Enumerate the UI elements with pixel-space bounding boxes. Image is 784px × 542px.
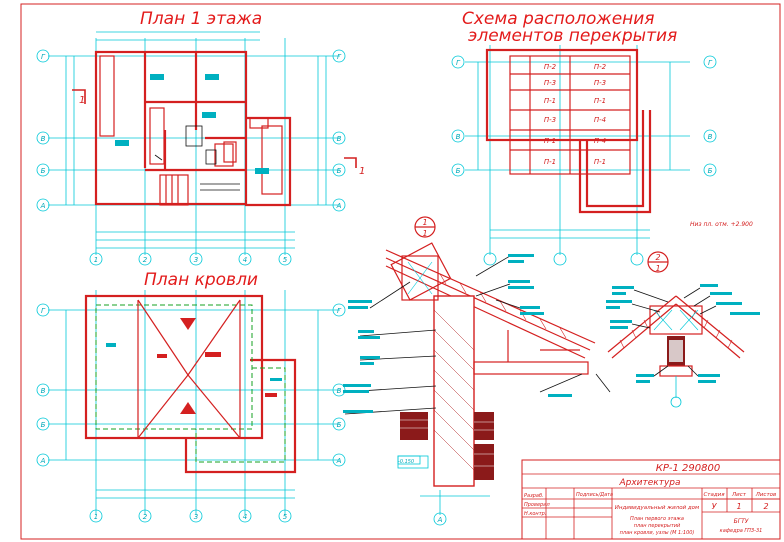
axis-label: A bbox=[437, 516, 443, 524]
slab-label: П-2 bbox=[594, 63, 607, 71]
project-subject: Архитектура bbox=[618, 478, 680, 488]
axis-label: Б bbox=[708, 167, 713, 175]
signature-header: Подпись/Дата bbox=[576, 492, 613, 498]
axis-label: Б bbox=[456, 167, 461, 175]
slab-label: П-1 bbox=[594, 158, 606, 166]
bottom-elevation-mark: -0.150 bbox=[398, 459, 414, 465]
cut-mark-left: 1 bbox=[79, 95, 85, 106]
axis-label: 3 bbox=[194, 513, 198, 521]
axis-label: 3 bbox=[194, 256, 198, 264]
axis-label: 1 bbox=[94, 256, 98, 264]
role-label: Н.контр. bbox=[524, 511, 546, 517]
axis-label: В bbox=[456, 133, 461, 141]
slab-scheme: Г В Б Г В Б П-2 П-2 П-3 П-3 П-1 П-1 bbox=[451, 45, 753, 266]
axis-label: Г bbox=[41, 307, 46, 315]
axis-label: 4 bbox=[243, 513, 247, 521]
axis-label: A bbox=[336, 457, 342, 465]
title-roof-plan: План кровли bbox=[144, 270, 258, 290]
slab-label: П-1 bbox=[544, 158, 556, 166]
org-line-2: кафедра ГПЗ-31 bbox=[720, 528, 763, 534]
axis-label: Б bbox=[41, 167, 46, 175]
section-node-2: 2 1 bbox=[606, 251, 760, 408]
slab-label: П-3 bbox=[544, 79, 556, 87]
sheets-value: 2 bbox=[763, 502, 768, 511]
axis-label: В bbox=[337, 135, 342, 143]
axis-label: В bbox=[41, 135, 46, 143]
slab-label: П-3 bbox=[544, 116, 556, 124]
sheet-value: 1 bbox=[736, 502, 741, 511]
slab-label: П-1 bbox=[544, 97, 556, 105]
axis-label: 1 bbox=[94, 513, 98, 521]
sheet-desc-1: План первого этажа bbox=[630, 516, 684, 522]
axis-label: Б bbox=[337, 167, 342, 175]
sheet-desc-3: план кровли, узлы (М 1:100) bbox=[620, 530, 695, 536]
slab-label: П-1 bbox=[594, 97, 606, 105]
axis-label: Г bbox=[337, 307, 342, 315]
org-line-1: БГТУ bbox=[734, 518, 749, 525]
floor-plan: 1 2 3 4 5 Г В Б A Г В Б A bbox=[36, 31, 365, 266]
axis-label: Б bbox=[41, 421, 46, 429]
role-label: Проверил bbox=[524, 502, 550, 508]
slab-label: П-4 bbox=[594, 137, 606, 145]
slab-label: П-2 bbox=[544, 63, 557, 71]
axis-label: Г bbox=[456, 59, 461, 67]
title-scheme-line1: Схема расположения bbox=[462, 9, 655, 29]
node2-mark-bottom: 1 bbox=[655, 264, 660, 273]
title-floor-plan: План 1 этажа bbox=[140, 9, 262, 29]
roof-plan: 1 2 3 4 5 Г В Б A Г В Б A bbox=[36, 290, 346, 523]
sheet-header: Лист bbox=[731, 492, 747, 498]
axis-label: В bbox=[41, 387, 46, 395]
node1-mark-bottom: 1 bbox=[422, 229, 427, 238]
axis-label: 5 bbox=[283, 256, 288, 264]
cut-mark-right: 1 bbox=[359, 166, 365, 177]
sheet-desc-2: план перекрытий bbox=[634, 523, 681, 529]
slab-label: П-4 bbox=[594, 116, 606, 124]
title-block: КР-1 290800 Архитектура Индивидуальный ж… bbox=[521, 459, 781, 540]
sheets-header: Листов bbox=[755, 492, 777, 498]
stage-header: Стадия bbox=[703, 492, 725, 498]
section-node-1: 1 1 bbox=[343, 216, 611, 526]
project-name: Индивидуальный жилой дом bbox=[615, 505, 699, 511]
node2-mark-top: 2 bbox=[655, 253, 660, 262]
slab-label: П-3 bbox=[594, 79, 606, 87]
axis-label: Г bbox=[708, 59, 713, 67]
title-scheme-line2: элементов перекрытия bbox=[468, 26, 677, 46]
axis-label: A bbox=[40, 457, 46, 465]
axis-label: В bbox=[708, 133, 713, 141]
axis-label: Г bbox=[41, 53, 46, 61]
axis-label: Б bbox=[337, 421, 342, 429]
axis-label: Г bbox=[337, 53, 342, 61]
scheme-note: Низ пл. отм. +2.900 bbox=[690, 221, 753, 228]
axis-label: A bbox=[336, 202, 342, 210]
project-code: КР-1 290800 bbox=[656, 463, 720, 474]
sheet-frame bbox=[20, 3, 781, 540]
axis-label: 5 bbox=[283, 513, 288, 521]
stage-value: У bbox=[712, 502, 718, 511]
axis-label: 2 bbox=[143, 513, 148, 521]
axis-label: 4 bbox=[243, 256, 247, 264]
axis-label: A bbox=[40, 202, 46, 210]
axis-label: В bbox=[337, 387, 342, 395]
role-label: Разраб. bbox=[524, 493, 544, 499]
slab-label: П-1 bbox=[544, 137, 556, 145]
axis-label: 2 bbox=[143, 256, 148, 264]
node1-mark-top: 1 bbox=[422, 218, 427, 227]
